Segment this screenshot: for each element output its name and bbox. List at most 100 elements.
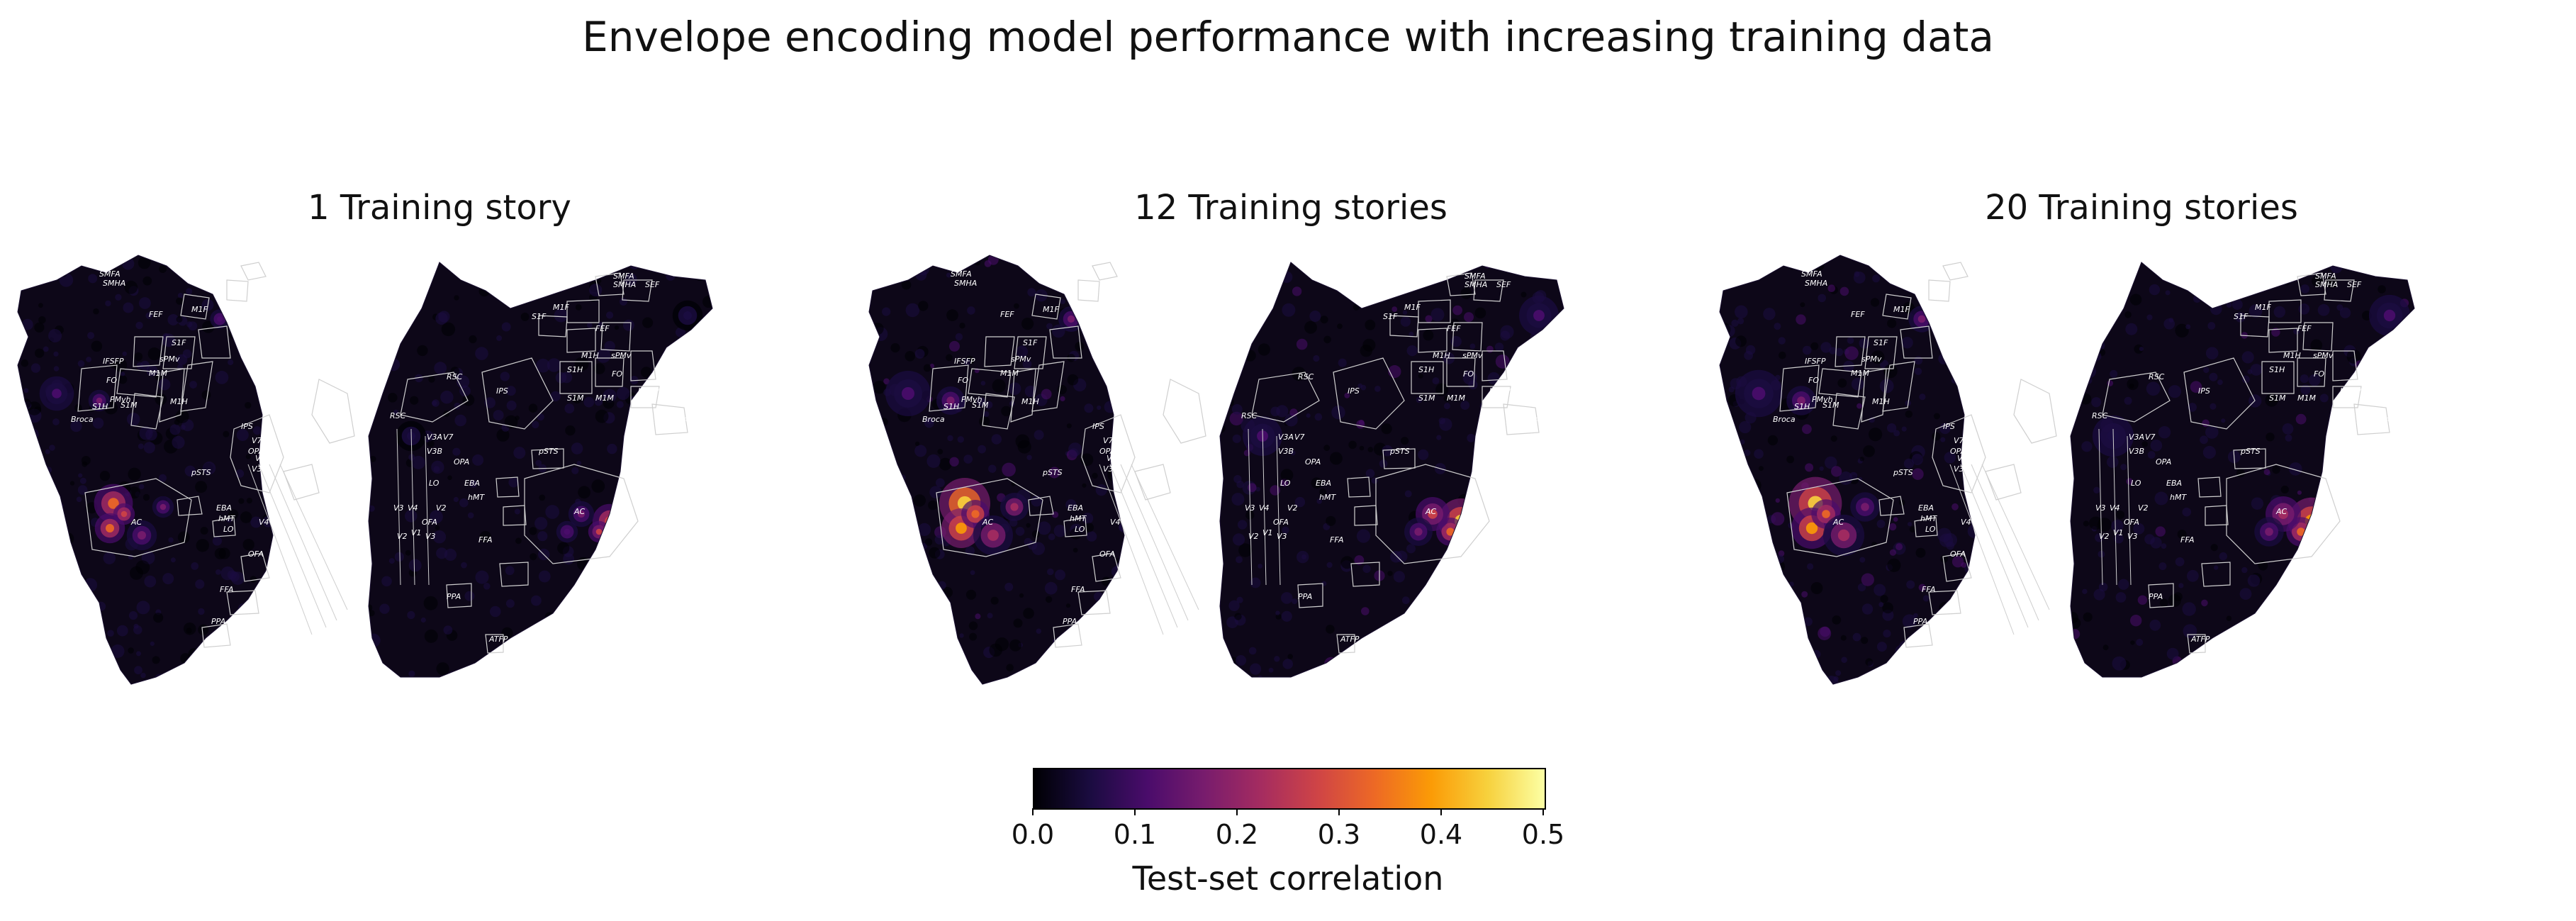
roi-label: LO bbox=[1280, 479, 1291, 488]
roi-label: AC bbox=[1832, 518, 1844, 527]
roi-label: M1H bbox=[581, 351, 599, 360]
roi-outline bbox=[2302, 322, 2334, 352]
roi-outline bbox=[226, 279, 249, 302]
retinotopic-boundary bbox=[279, 464, 348, 610]
retinotopic-boundary bbox=[1262, 428, 1267, 586]
roi-label: Broca bbox=[1528, 415, 1551, 424]
roi-label: S1H bbox=[567, 365, 583, 374]
roi-outline bbox=[499, 562, 529, 587]
roi-outline bbox=[1832, 393, 1866, 430]
roi-outline bbox=[1389, 315, 1419, 337]
roi-label: FFA bbox=[478, 535, 493, 545]
roi-outline bbox=[984, 336, 1015, 367]
roi-label: M1H bbox=[1021, 397, 1039, 406]
roi-label: hMT bbox=[468, 493, 485, 502]
roi-label: sPMv bbox=[2313, 351, 2334, 360]
roi-label: FEF bbox=[1447, 324, 1461, 333]
roi-outline bbox=[982, 393, 1015, 430]
retinotopic-boundary bbox=[2127, 435, 2132, 586]
roi-outline bbox=[1336, 634, 1355, 654]
roi-label: V2 bbox=[397, 532, 408, 541]
roi-label: pSTS bbox=[1042, 468, 1063, 477]
roi-outline bbox=[595, 272, 625, 296]
roi-outline bbox=[400, 372, 469, 423]
roi-label: Broca bbox=[677, 415, 700, 424]
roi-label: V3A bbox=[1957, 454, 1973, 463]
roi-outline bbox=[2332, 386, 2362, 408]
roi-label: IFSFP bbox=[1805, 357, 1826, 366]
roi-label: OPA bbox=[248, 447, 264, 456]
roi-label: SEF bbox=[1496, 280, 1511, 289]
roi-label: IPS bbox=[1092, 422, 1104, 431]
roi-outline bbox=[1928, 279, 1951, 302]
roi-outline bbox=[1092, 552, 1121, 582]
roi-label: LO bbox=[2131, 479, 2141, 488]
roi-label: SMHA bbox=[1805, 279, 1827, 288]
roi-label: V2 bbox=[1287, 503, 1298, 513]
roi-label: PPA bbox=[447, 592, 461, 601]
roi-label: EBA bbox=[464, 479, 480, 488]
roi-label: FO bbox=[1808, 376, 1819, 385]
roi-label: V3B bbox=[1278, 447, 1294, 456]
roi-label: M1M bbox=[1447, 393, 1465, 403]
roi-label: IPS bbox=[241, 422, 253, 431]
roi-label: M1F bbox=[2255, 303, 2271, 312]
roi-label: Broca bbox=[71, 415, 94, 424]
roi-label: S1F bbox=[1874, 338, 1888, 347]
roi-label: S1F bbox=[172, 338, 186, 347]
roi-label: S1M bbox=[1418, 393, 1435, 403]
roi-label: FFA bbox=[1330, 535, 1344, 545]
roi-label: V7 bbox=[2145, 432, 2156, 442]
colorbar bbox=[1033, 768, 1546, 810]
panel-title: 20 Training stories bbox=[1985, 188, 2298, 228]
roi-label: hMT bbox=[1319, 493, 1336, 502]
roi-label: OFA bbox=[1099, 549, 1115, 559]
roi-label: hMT bbox=[218, 514, 235, 523]
roi-label: M1F bbox=[553, 303, 569, 312]
retinotopic-boundary bbox=[1109, 464, 1178, 628]
roi-outline bbox=[531, 448, 564, 469]
retinotopic-boundary bbox=[1099, 464, 1164, 635]
roi-label: RSC bbox=[1241, 411, 1258, 420]
roi-label: V3 bbox=[1245, 503, 1255, 513]
roi-label: S1H bbox=[1794, 402, 1810, 411]
roi-label: S1H bbox=[92, 402, 108, 411]
roi-outline bbox=[630, 350, 656, 381]
roi-outline bbox=[2201, 562, 2231, 587]
panel-title: 1 Training story bbox=[308, 188, 571, 228]
roi-label: pSTS bbox=[1893, 468, 1913, 477]
roi-outline bbox=[1452, 322, 1483, 352]
roi-outline bbox=[2324, 279, 2355, 302]
roi-label: S1M bbox=[567, 393, 584, 403]
roi-outline bbox=[311, 379, 355, 444]
roi-label: LO bbox=[223, 525, 234, 534]
roi-outline bbox=[1900, 325, 1933, 359]
roi-outline bbox=[929, 364, 969, 412]
roi-outline bbox=[1163, 379, 1206, 444]
roi-label: OFA bbox=[1273, 518, 1289, 527]
roi-label: OFA bbox=[248, 549, 264, 559]
roi-label: M1F bbox=[1043, 305, 1059, 314]
retinotopic-boundary bbox=[425, 435, 430, 586]
roi-outline bbox=[651, 403, 688, 435]
roi-outline bbox=[2353, 403, 2390, 435]
roi-label: SMHA bbox=[103, 279, 125, 288]
roi-outline bbox=[2268, 299, 2302, 323]
roi-outline bbox=[1932, 414, 1986, 493]
retinotopic-boundary bbox=[247, 464, 313, 635]
roi-outline bbox=[1411, 361, 1444, 394]
roi-label: M1M bbox=[595, 393, 614, 403]
roi-label: OFA bbox=[422, 518, 437, 527]
roi-outline bbox=[240, 552, 270, 582]
roi-outline bbox=[2233, 448, 2266, 469]
roi-label: V3 bbox=[2127, 532, 2138, 541]
roi-label: sPMv bbox=[1011, 355, 1031, 364]
roi-outline bbox=[1031, 294, 1061, 320]
roi-outline bbox=[2013, 379, 2057, 444]
roi-label: Broca bbox=[922, 415, 945, 424]
roi-outline bbox=[1014, 336, 1047, 369]
